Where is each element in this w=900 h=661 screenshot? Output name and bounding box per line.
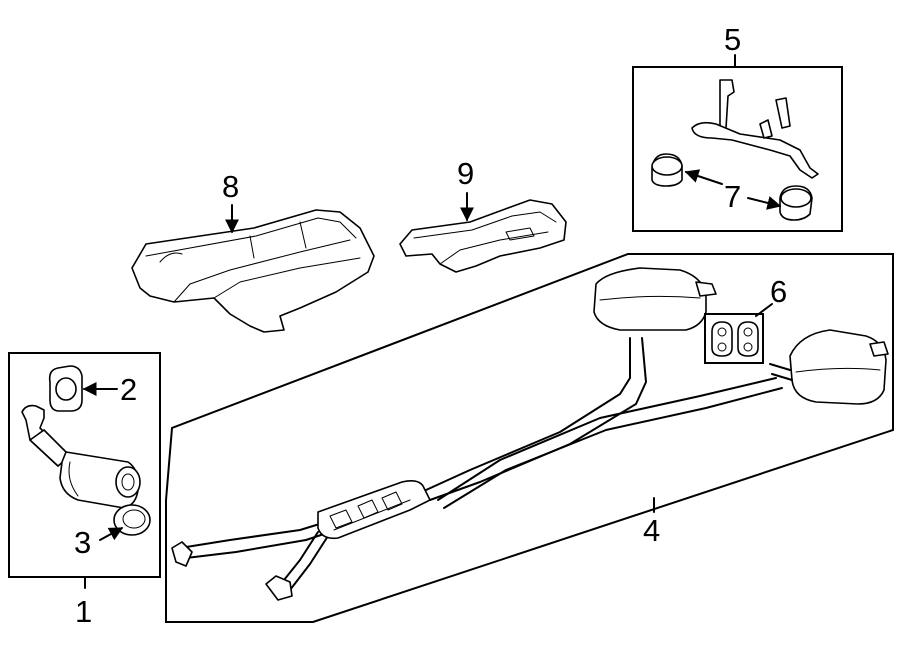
part-2-flange-gasket[interactable] bbox=[48, 365, 83, 412]
callout-3: 3 bbox=[74, 525, 91, 560]
callout-9: 9 bbox=[457, 156, 474, 191]
part-6-hanger-insulators[interactable] bbox=[711, 321, 759, 357]
part-4-exhaust-pipe-assembly[interactable] bbox=[171, 267, 889, 601]
callout-7: 7 bbox=[724, 179, 741, 214]
arrow-3 bbox=[99, 527, 124, 541]
callout-8: 8 bbox=[222, 169, 239, 204]
part-6-hangers-box bbox=[704, 313, 764, 364]
group-box-4 bbox=[165, 253, 894, 623]
callout-6: 6 bbox=[770, 274, 787, 309]
part-9-heat-shield[interactable] bbox=[399, 199, 567, 273]
group-box-5 bbox=[632, 54, 843, 232]
part-8-heat-shield[interactable] bbox=[131, 209, 375, 333]
part-1-catalytic-converter[interactable] bbox=[21, 404, 141, 509]
part-5-bracket[interactable] bbox=[691, 79, 819, 179]
arrow-7-left bbox=[684, 169, 723, 185]
group-box-1 bbox=[8, 352, 161, 589]
callout-1: 1 bbox=[75, 594, 92, 629]
part-7-insulators[interactable] bbox=[651, 153, 813, 221]
callout-2: 2 bbox=[120, 372, 137, 407]
arrow-7-right bbox=[747, 196, 782, 210]
callout-4: 4 bbox=[643, 513, 660, 548]
callout-5: 5 bbox=[724, 22, 741, 57]
leader-6 bbox=[755, 303, 773, 317]
